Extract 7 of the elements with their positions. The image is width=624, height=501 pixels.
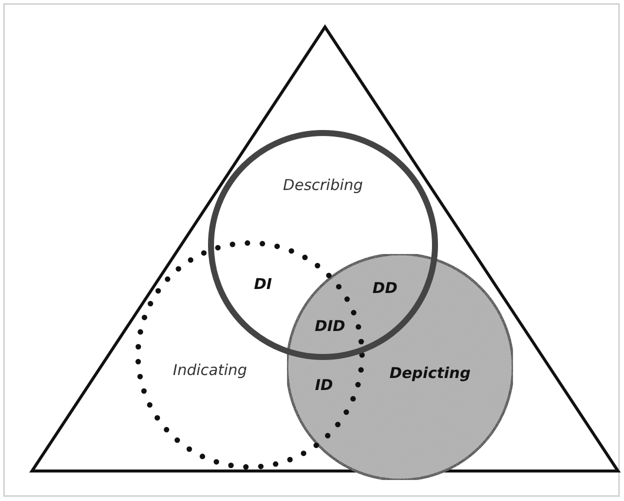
- circle-label: Indicating: [172, 361, 248, 379]
- circle-label: Describing: [283, 176, 363, 194]
- region-label: DID: [314, 317, 346, 335]
- circle-label: Depicting: [389, 364, 471, 382]
- region-label: DI: [254, 275, 272, 293]
- region-label: ID: [314, 376, 334, 394]
- region-label: DD: [372, 279, 398, 297]
